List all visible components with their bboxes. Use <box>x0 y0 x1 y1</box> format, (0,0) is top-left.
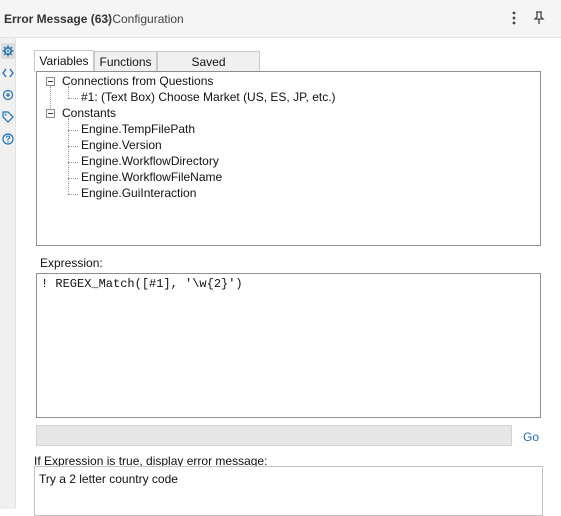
help-icon[interactable] <box>1 131 15 147</box>
error-message-text[interactable]: Try a 2 letter country code <box>39 472 178 486</box>
tab-saved-expressions[interactable]: Saved Expressions <box>157 51 260 89</box>
expression-text[interactable]: ! REGEX_Match([#1], '\w{2}') <box>41 277 243 291</box>
tree-item-question-1[interactable]: #1: (Text Box) Choose Market (US, ES, JP… <box>81 90 336 104</box>
window-subtitle: - Configuration <box>105 12 184 26</box>
title-bar: Error Message (63) - Configuration <box>0 0 561 38</box>
tab-variables[interactable]: Variables <box>34 50 94 72</box>
tree-item-tempfilepath[interactable]: Engine.TempFilePath <box>81 122 196 136</box>
tree-group-constants[interactable]: Constants <box>62 106 117 120</box>
code-icon[interactable] <box>1 65 15 81</box>
window-title: Error Message (63) <box>4 12 113 26</box>
pin-icon[interactable] <box>529 8 549 28</box>
side-rail <box>0 38 16 509</box>
tab-functions[interactable]: Functions <box>94 51 157 72</box>
annotation-icon[interactable] <box>1 87 15 103</box>
collapse-toggle-constants[interactable] <box>46 109 55 118</box>
variables-tree: Connections from Questions #1: (Text Box… <box>36 71 541 246</box>
tree-group-connections[interactable]: Connections from Questions <box>62 74 214 88</box>
tree-item-workflowfilename[interactable]: Engine.WorkflowFileName <box>81 170 223 184</box>
error-message-label: If Expression is true, display error mes… <box>34 454 268 468</box>
tree-item-workflowdirectory[interactable]: Engine.WorkflowDirectory <box>81 154 219 168</box>
expression-result-bar <box>36 425 512 446</box>
collapse-toggle-connections[interactable] <box>46 77 55 86</box>
tag-icon[interactable] <box>1 109 15 125</box>
more-vertical-icon[interactable] <box>504 8 524 28</box>
tree-item-version[interactable]: Engine.Version <box>81 138 162 152</box>
error-message-field[interactable]: Try a 2 letter country code <box>34 466 543 516</box>
go-button[interactable]: Go <box>523 430 540 444</box>
expression-editor[interactable]: ! REGEX_Match([#1], '\w{2}') <box>36 273 541 418</box>
gear-icon[interactable] <box>1 43 15 59</box>
tree-item-guiinteraction[interactable]: Engine.GuiInteraction <box>81 186 197 200</box>
expression-label: Expression: <box>40 256 103 270</box>
